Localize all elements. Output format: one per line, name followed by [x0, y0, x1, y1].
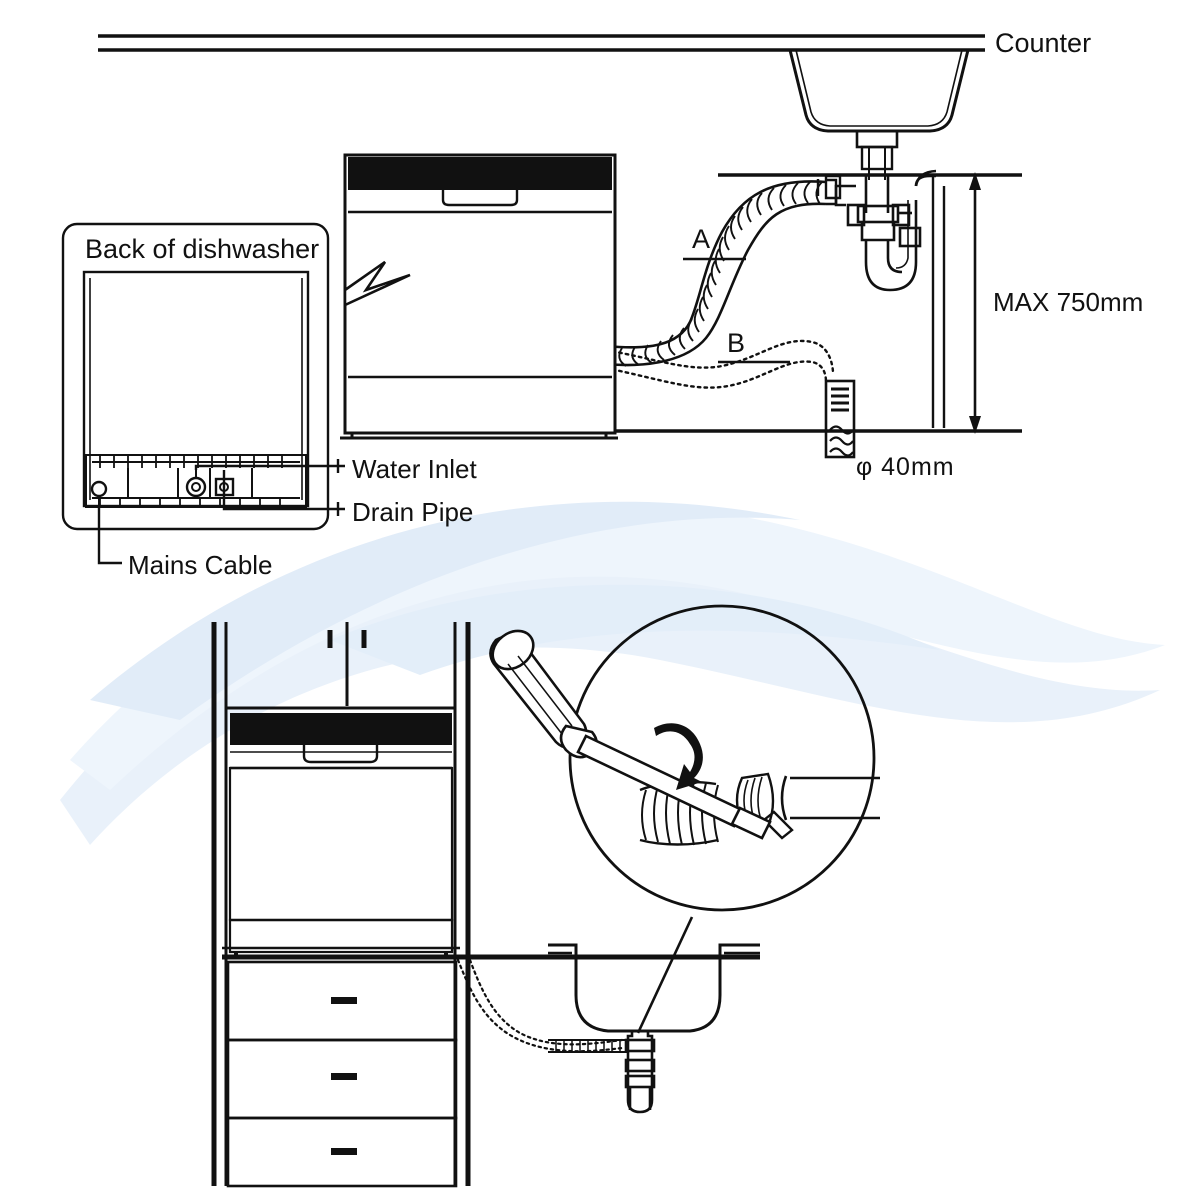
inlet-leader: [194, 459, 345, 473]
cabinet-installation-view: [211, 622, 760, 1188]
hose-b-label: B: [727, 328, 745, 358]
water-inlet-label: Water Inlet: [352, 454, 478, 484]
control-panel-bottom: [230, 713, 452, 745]
drain-hose-a: [598, 178, 838, 367]
drain-hose-b: [604, 339, 835, 389]
drawer-handles: [331, 997, 357, 1155]
door-handle-icon-bottom: [302, 745, 379, 764]
back-panel-title: Back of dishwasher: [85, 234, 319, 264]
drain-hose-bottom: [456, 958, 624, 1053]
counter-line-icon: [98, 34, 985, 52]
pipe-diameter-label: φ 40mm: [856, 453, 955, 481]
dishwasher-unit-bottom: [226, 706, 455, 958]
hose-corrugation-bottom: [548, 1039, 628, 1053]
dishwasher-back-panel-view: [61, 222, 330, 531]
drawer-handle-2: [331, 1073, 357, 1080]
dimension-arrow-icon: [969, 172, 981, 434]
drawer-handle-3: [331, 1148, 357, 1155]
mains-cable-label: Mains Cable: [128, 550, 273, 580]
drain-leader: [222, 470, 345, 516]
rotation-arrow-icon: [654, 723, 703, 790]
cabinet-top-ticks: [327, 630, 367, 648]
hose-pipe-icon: [780, 775, 880, 821]
hose-a-label: A: [692, 224, 710, 254]
watermark-swoosh: [60, 501, 1165, 845]
drawer-handle-1: [331, 997, 357, 1004]
hose-clamp-detail-view: [489, 604, 880, 912]
sink-basin-icon: [788, 49, 970, 180]
control-panel: [348, 157, 612, 190]
counter-label: Counter: [995, 28, 1091, 58]
drain-pipe-label: Drain Pipe: [352, 497, 473, 527]
mains-cable-leader: [97, 505, 122, 565]
sink-spigot-icon: [624, 1031, 656, 1114]
drawer-stack: [226, 960, 458, 1188]
detail-circle-icon: [568, 604, 876, 912]
max-height-label: MAX 750mm: [993, 287, 1143, 317]
wall-base-lines: [615, 173, 1022, 433]
screwdriver-icon: [489, 629, 772, 840]
door-handle-icon: [441, 190, 519, 207]
dishwasher-unit-top: [340, 153, 618, 440]
drawer-3: [226, 1116, 458, 1188]
callout-arrow-icon: [343, 260, 411, 308]
detail-leader-line: [636, 916, 694, 1034]
p-trap-icon: [834, 169, 946, 428]
standpipe-icon: [824, 379, 856, 459]
